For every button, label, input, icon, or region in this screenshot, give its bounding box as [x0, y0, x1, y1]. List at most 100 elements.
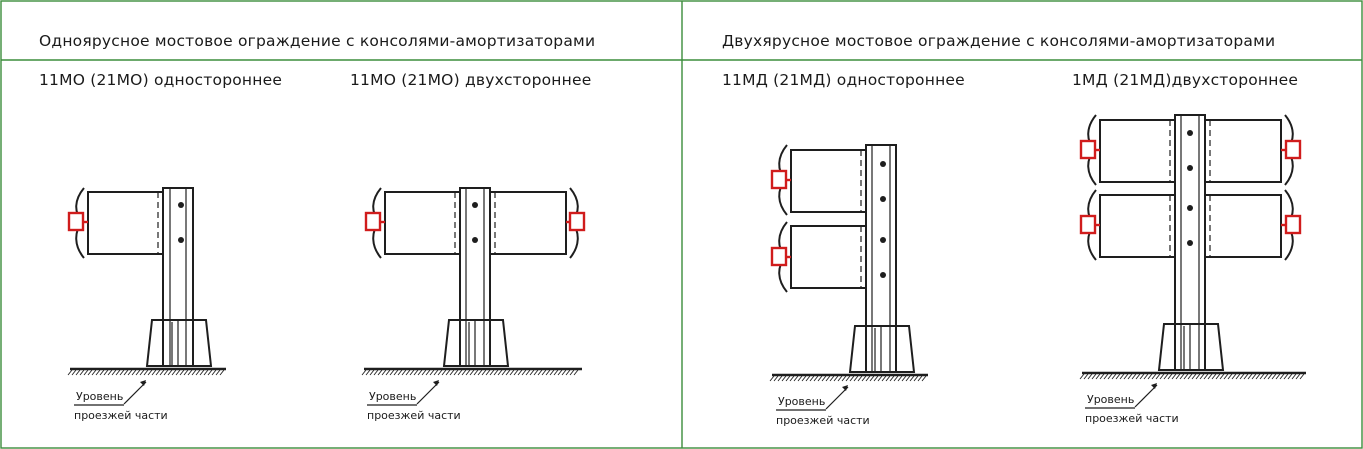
hatch-stroke [1175, 373, 1181, 380]
hatch-stroke [889, 375, 895, 382]
hatch-stroke [199, 369, 205, 376]
hatch-stroke [1227, 373, 1233, 380]
hatch-stroke [1215, 373, 1221, 380]
level-label-line1: Уровень [76, 390, 123, 403]
drawing-11mo-one-sided: Уровень проезжей части [67, 187, 226, 422]
hatch-stroke [505, 369, 511, 376]
hatch-stroke [1155, 373, 1161, 380]
hatch-stroke [417, 369, 423, 376]
hatch-stroke [87, 369, 93, 376]
hatch-stroke [1115, 373, 1121, 380]
shock-absorber-icon [1079, 214, 1097, 235]
hatch-stroke [123, 369, 129, 376]
hatch-stroke [521, 369, 527, 376]
hatch-stroke [897, 375, 903, 382]
hatch-stroke [785, 375, 791, 382]
hatch-stroke [103, 369, 109, 376]
shock-absorber-icon [1079, 139, 1097, 160]
hatch-stroke [1183, 373, 1189, 380]
hatch-stroke [501, 369, 507, 376]
hatch-stroke [553, 369, 559, 376]
hatch-stroke [1247, 373, 1253, 380]
hatch-stroke [873, 375, 879, 382]
hatch-stroke [849, 375, 855, 382]
hatch-stroke [425, 369, 431, 376]
hatch-stroke [187, 369, 193, 376]
hatch-stroke [437, 369, 443, 376]
hatch-stroke [373, 369, 379, 376]
hatch-stroke [365, 369, 371, 376]
hatch-stroke [1295, 373, 1301, 380]
hatch-stroke [793, 375, 799, 382]
hatch-stroke [905, 375, 911, 382]
hatch-stroke [175, 369, 181, 376]
hatch-stroke [1147, 373, 1153, 380]
shock-absorber-icon [568, 211, 586, 232]
hatch-stroke [533, 369, 539, 376]
hatch-stroke [179, 369, 185, 376]
hatch-stroke [1159, 373, 1165, 380]
hatch-stroke [1179, 373, 1185, 380]
hatch-stroke [1111, 373, 1117, 380]
hatch-stroke [389, 369, 395, 376]
hatch-stroke [1207, 373, 1213, 380]
hatch-stroke [71, 369, 77, 376]
hatch-stroke [151, 369, 157, 376]
hatch-stroke [1191, 373, 1197, 380]
hatch-stroke [541, 369, 547, 376]
hatch-stroke [789, 375, 795, 382]
label-11mo-two-sided: 11МО (21МО) двухстороннее [350, 71, 591, 89]
hatch-stroke [1287, 373, 1293, 380]
ground-hatching [67, 369, 1305, 382]
hatch-stroke [561, 369, 567, 376]
hatch-stroke [361, 369, 367, 376]
hatch-stroke [191, 369, 197, 376]
hatch-stroke [1263, 373, 1269, 380]
hatch-stroke [413, 369, 419, 376]
hatch-stroke [477, 369, 483, 376]
hatch-stroke [1167, 373, 1173, 380]
hatch-stroke [777, 375, 783, 382]
hatch-stroke [509, 369, 515, 376]
hatch-stroke [397, 369, 403, 376]
hatch-stroke [1223, 373, 1229, 380]
hatch-stroke [805, 375, 811, 382]
hatch-stroke [1291, 373, 1297, 380]
hatch-stroke [845, 375, 851, 382]
hatch-stroke [1139, 373, 1145, 380]
hatch-stroke [1123, 373, 1129, 380]
hatch-stroke [1107, 373, 1113, 380]
hatch-stroke [781, 375, 787, 382]
hatch-stroke [493, 369, 499, 376]
hatch-stroke [1219, 373, 1225, 380]
hatch-stroke [893, 375, 899, 382]
hatch-stroke [537, 369, 543, 376]
hatch-stroke [833, 375, 839, 382]
hatch-stroke [769, 375, 775, 382]
shock-absorber-icon [1284, 139, 1302, 160]
hatch-stroke [1271, 373, 1277, 380]
hatch-stroke [1283, 373, 1289, 380]
drawing-1md-two-sided: Уровень проезжей части [1079, 114, 1306, 425]
hatch-stroke [219, 369, 225, 376]
hatch-stroke [215, 369, 221, 376]
hatch-stroke [1187, 373, 1193, 380]
hatch-stroke [825, 375, 831, 382]
hatch-stroke [207, 369, 213, 376]
hatch-stroke [79, 369, 85, 376]
level-label-line1: Уровень [778, 395, 825, 408]
hatch-stroke [489, 369, 495, 376]
hatch-stroke [111, 369, 117, 376]
hatch-stroke [513, 369, 519, 376]
hatch-stroke [877, 375, 883, 382]
hatch-stroke [67, 369, 73, 376]
hatch-stroke [429, 369, 435, 376]
hatch-stroke [95, 369, 101, 376]
hatch-stroke [1267, 373, 1273, 380]
hatch-stroke [457, 369, 463, 376]
level-label-line2: проезжей части [367, 409, 461, 422]
hatch-stroke [865, 375, 871, 382]
hatch-stroke [801, 375, 807, 382]
hatch-stroke [401, 369, 407, 376]
hatch-stroke [91, 369, 97, 376]
